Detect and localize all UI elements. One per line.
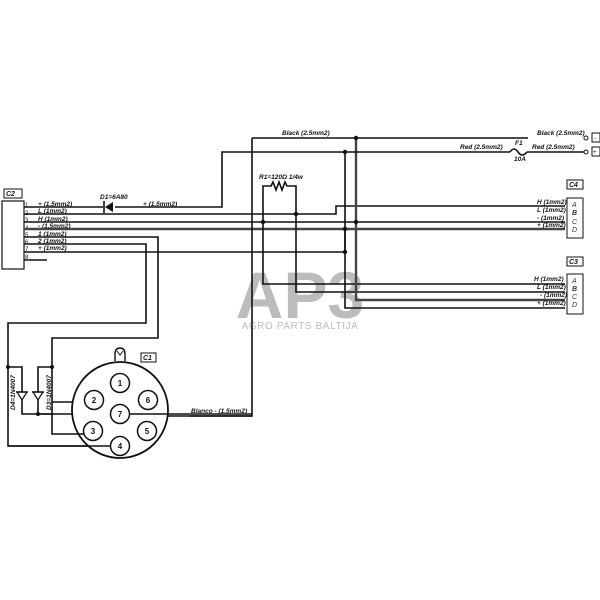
wire-l [24, 205, 565, 215]
diode-d4-icon [15, 391, 29, 402]
junction-dot [353, 135, 359, 141]
red-in-label: Red (2.5mm2) [460, 144, 503, 151]
wire-l-c3 [295, 214, 565, 293]
c3-wire-label: H (1mm2) [534, 276, 564, 283]
wire-plus-c3 [344, 152, 565, 309]
watermark-text: AGRO PARTS BALTIJA [242, 321, 359, 332]
junction-dot [342, 149, 348, 155]
c4-pin: C [572, 219, 578, 226]
d1-label: D1=6A80 [100, 194, 128, 201]
d3-label: D3=1N4007 [46, 375, 53, 410]
c1-pin: 1 [118, 379, 123, 388]
wire-pin-1 [24, 236, 159, 403]
c1-tag: C1 [143, 355, 152, 362]
c4-wire-label: L (1mm2) [537, 207, 566, 214]
c2-pin: 7 [25, 247, 29, 253]
c3-tag: C3 [569, 259, 578, 266]
connector-c1: C1 1 2 3 4 5 6 7 [8, 347, 252, 459]
r1-label: R1=120Ω 1/4w [259, 174, 304, 181]
c1-pin: 7 [118, 410, 123, 419]
c2-tag: C2 [6, 191, 15, 198]
c1-pin: 5 [145, 427, 150, 436]
resistor-icon [262, 179, 297, 214]
diode-d1-icon [105, 202, 113, 212]
c2-pin: 3 [25, 218, 29, 224]
c2-wire-label: + (1,5mm2) [38, 201, 72, 208]
c2-wire-label: + (1mm2) [38, 245, 67, 252]
c3-pin: B [572, 286, 577, 293]
c4-pin: B [572, 210, 577, 217]
c3-wire-label: L (1mm2) [537, 284, 566, 291]
junction-dot [353, 219, 359, 225]
c4-wire-label: - (1mm2) [537, 215, 564, 222]
connector-c4: C4 A B C D H (1mm2) L (1mm2) - (1mm2) + … [537, 179, 584, 239]
c2-pin: 6 [25, 240, 29, 246]
c1-pin: 6 [146, 396, 151, 405]
watermark-logo: AP3 [236, 258, 364, 332]
wire-plus-1-5 [24, 151, 345, 208]
d4-label: D4=1N4007 [10, 375, 17, 410]
c1-pin: 4 [118, 442, 123, 451]
c1-pin: 3 [91, 427, 96, 436]
c3-wire-label: + (1mm2) [537, 300, 566, 307]
c2-pin: 1 [25, 203, 29, 209]
c2-pin: 8 [25, 255, 29, 261]
c2-pin: 5 [25, 233, 29, 239]
c3-pin: A [571, 278, 577, 285]
blanco-label: Blanco - (1.5mm2) [191, 408, 247, 415]
connector-c3: C3 A B C D H (1mm2) L (1mm2) - (1mm2) + … [534, 256, 584, 315]
black-out-label: Black (2.5mm2) [537, 130, 585, 137]
junction-dot [342, 226, 348, 232]
c4-pin: A [571, 202, 577, 209]
power-terminals: Black (2.5mm2) - Red (2.5mm2) F1 10A Red… [460, 130, 600, 163]
wires [7, 137, 585, 447]
plus-terminal: + [593, 150, 597, 156]
connector-c2: C2 1 2 3 4 5 6 7 8 + (1,5mm2) L (1mm2) H… [1, 188, 72, 270]
diode-d3-icon [31, 391, 45, 402]
fuse-label: F1 [515, 140, 523, 147]
red-out-label: Red (2.5mm2) [532, 144, 575, 151]
c3-pin: C [572, 294, 578, 301]
c2-wire-label: 1 (1mm2) [38, 231, 67, 238]
c1-pin: 2 [92, 396, 97, 405]
resistor-r1: R1=120Ω 1/4w [259, 174, 304, 214]
c3-pin: D [572, 302, 577, 309]
d1-wire-label: + (1,5mm2) [143, 201, 177, 208]
fuse-rating: 10A [514, 156, 526, 163]
black-main-label: Black (2.5mm2) [282, 130, 330, 137]
wire-h-c3 [262, 207, 565, 285]
c4-wire-label: + (1mm2) [537, 222, 566, 229]
junction-dot [260, 219, 266, 225]
c2-wire-label: - (1,5mm2) [38, 223, 71, 230]
c2-wire-label: 2 (1mm2) [37, 238, 67, 245]
c3-wire-label: - (1mm2) [540, 292, 567, 299]
fuse-icon [509, 148, 528, 156]
c4-tag: C4 [569, 182, 578, 189]
junction-dot [342, 249, 348, 255]
c4-wire-label: H (1mm2) [537, 199, 567, 206]
c2-wire-label: L (1mm2) [38, 208, 67, 215]
c1-pins: 1 2 3 4 5 6 7 [82, 372, 159, 457]
minus-terminal: - [594, 136, 596, 142]
diodes-d3-d4: D4=1N4007 D3=1N4007 [8, 366, 100, 415]
watermark: AP3 AGRO PARTS BALTIJA [236, 258, 364, 332]
wire-minus-c3 [354, 138, 565, 302]
c4-pin: D [572, 227, 577, 234]
diode-d1: D1=6A80 + (1,5mm2) [100, 194, 177, 213]
c2-wire-label: H (1mm2) [38, 216, 68, 223]
